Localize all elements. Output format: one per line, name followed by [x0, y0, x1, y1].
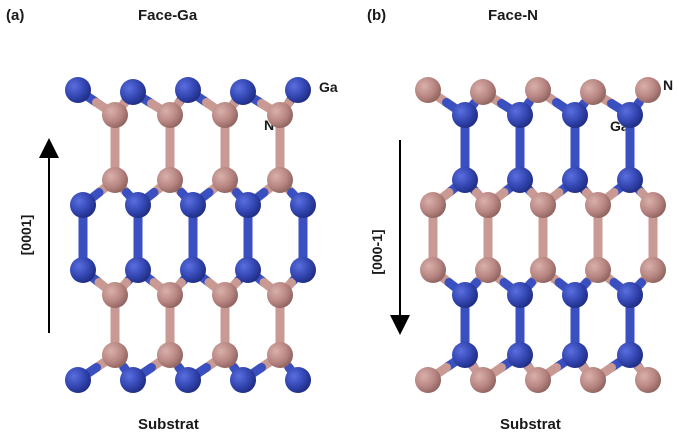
structA-atom-n-29: [212, 342, 238, 368]
structA-atom-ga-22: [290, 257, 316, 283]
structA-atom-n-28: [157, 342, 183, 368]
structB-atom-ga-10: [507, 167, 533, 193]
panel-a-structure: [65, 77, 316, 393]
structA-atom-ga-17: [290, 192, 316, 218]
structB-atom-ga-30: [617, 342, 643, 368]
structB-atom-n-18: [420, 257, 446, 283]
structB-atom-ga-27: [452, 342, 478, 368]
structB-atom-n-14: [475, 192, 501, 218]
structA-atom-n-11: [212, 167, 238, 193]
panel-a-substrate-label: Substrat: [138, 416, 199, 433]
structB-atom-ga-28: [507, 342, 533, 368]
structB-atom-n-3: [580, 79, 606, 105]
structB-atom-n-19: [475, 257, 501, 283]
structA-atom-ga-13: [70, 192, 96, 218]
structA-atom-ga-0: [65, 77, 91, 103]
structA-atom-ga-33: [175, 367, 201, 393]
panel-a-label: (a): [6, 7, 25, 24]
structA-atom-ga-16: [235, 192, 261, 218]
structA-atom-ga-31: [65, 367, 91, 393]
structA-atom-ga-15: [180, 192, 206, 218]
structA-atom-ga-34: [230, 367, 256, 393]
structB-atom-n-16: [585, 192, 611, 218]
structA-atom-ga-20: [180, 257, 206, 283]
structB-atom-n-13: [420, 192, 446, 218]
structA-atom-n-12: [267, 167, 293, 193]
structA-atom-ga-18: [70, 257, 96, 283]
structB-atom-ga-8: [617, 102, 643, 128]
panel-a-atom-label-n: N: [264, 117, 275, 133]
structA-atom-ga-19: [125, 257, 151, 283]
panel-b-title: Face-N: [488, 7, 539, 24]
structA-atom-n-27: [102, 342, 128, 368]
panel-a-title: Face-Ga: [138, 7, 198, 24]
structA-atom-ga-2: [175, 77, 201, 103]
structB-atom-n-32: [470, 367, 496, 393]
structB-atom-ga-25: [562, 282, 588, 308]
structB-atom-n-1: [470, 79, 496, 105]
structB-atom-n-15: [530, 192, 556, 218]
structB-atom-ga-9: [452, 167, 478, 193]
panel-a-atom-label-ga: Ga: [319, 79, 338, 95]
structA-atom-ga-32: [120, 367, 146, 393]
structB-atom-n-31: [415, 367, 441, 393]
structB-atom-n-33: [525, 367, 551, 393]
structA-atom-ga-3: [230, 79, 256, 105]
structB-atom-ga-11: [562, 167, 588, 193]
structB-atom-n-0: [415, 77, 441, 103]
structA-atom-ga-1: [120, 79, 146, 105]
structB-atom-ga-12: [617, 167, 643, 193]
structA-atom-n-24: [157, 282, 183, 308]
structA-atom-n-10: [157, 167, 183, 193]
structB-atom-n-2: [525, 77, 551, 103]
structB-atom-n-4: [635, 77, 661, 103]
structA-atom-n-25: [212, 282, 238, 308]
structA-atom-n-8: [267, 102, 293, 128]
panel-b-label: (b): [367, 7, 387, 24]
structA-atom-ga-35: [285, 367, 311, 393]
structB-atom-n-17: [640, 192, 666, 218]
structB-atom-ga-26: [617, 282, 643, 308]
structB-atom-n-34: [580, 367, 606, 393]
structB-atom-n-21: [585, 257, 611, 283]
structB-atom-n-20: [530, 257, 556, 283]
structB-atom-ga-23: [452, 282, 478, 308]
structA-atom-ga-21: [235, 257, 261, 283]
structA-atom-n-26: [267, 282, 293, 308]
structB-atom-n-35: [635, 367, 661, 393]
structB-atom-ga-24: [507, 282, 533, 308]
structB-atom-ga-5: [452, 102, 478, 128]
structA-atom-n-30: [267, 342, 293, 368]
structA-atom-ga-4: [285, 77, 311, 103]
structB-atom-ga-29: [562, 342, 588, 368]
structB-atom-ga-7: [562, 102, 588, 128]
structB-atom-n-22: [640, 257, 666, 283]
structA-atom-n-6: [157, 102, 183, 128]
panel-b-structure: [415, 77, 666, 393]
structA-atom-ga-14: [125, 192, 151, 218]
panel-b-substrate-label: Substrat: [500, 416, 561, 433]
structA-atom-n-7: [212, 102, 238, 128]
structA-atom-n-23: [102, 282, 128, 308]
structA-atom-n-5: [102, 102, 128, 128]
structA-atom-n-9: [102, 167, 128, 193]
panel-b-atom-label-n: N: [663, 77, 674, 93]
structB-atom-ga-6: [507, 102, 533, 128]
